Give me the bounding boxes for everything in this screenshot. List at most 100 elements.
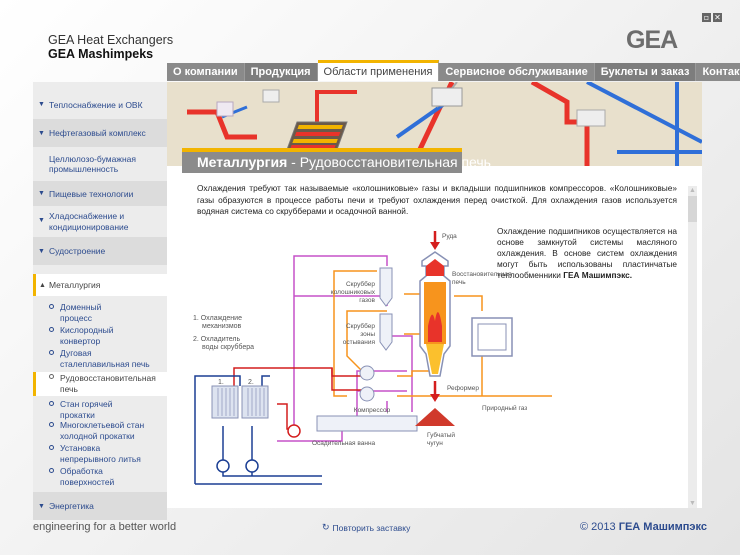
nav-booklets[interactable]: Буклеты и заказ bbox=[594, 63, 697, 81]
circle-bullet-icon bbox=[49, 401, 54, 406]
circle-bullet-icon bbox=[49, 468, 54, 473]
legend-2: 2. Охладитель bbox=[193, 336, 240, 343]
intro-text: Охлаждения требуют так называемые «колош… bbox=[197, 183, 677, 216]
page-title: Металлургия - Рудовосстановительная печь bbox=[182, 148, 491, 173]
circle-bullet-icon bbox=[49, 445, 54, 450]
sidebar-subitem-label: Дуговая сталеплавильная печь bbox=[60, 348, 150, 369]
sidebar-item-metallurgy[interactable]: ▲ Металлургия bbox=[33, 274, 167, 296]
reduction-furnace bbox=[419, 251, 451, 377]
sidebar-subitem-current[interactable]: Рудовосстановительная печь bbox=[33, 372, 167, 396]
legend-1: 1. Охлаждение bbox=[193, 315, 242, 322]
sidebar-item-pulp-paper[interactable]: Целлюлозо-бумажная промышленность bbox=[33, 147, 167, 181]
circle-bullet-icon bbox=[49, 327, 54, 332]
replay-icon: ↻ bbox=[322, 522, 330, 532]
side-text-brand: ГЕА Машимпэкс. bbox=[563, 270, 633, 280]
scrubber2-label-a: Скруббер bbox=[346, 322, 375, 330]
sidebar-item-heating[interactable]: ▼ Теплоснабжение и ОВК bbox=[33, 90, 167, 119]
pump-icon bbox=[287, 424, 301, 438]
sidebar-item-label: Теплоснабжение и ОВК bbox=[49, 99, 143, 110]
triangle-down-icon: ▼ bbox=[38, 247, 45, 255]
sidebar-subitem[interactable]: Стан горячей прокатки bbox=[33, 396, 167, 420]
nav-contacts[interactable]: Контакты bbox=[696, 63, 740, 81]
triangle-down-icon: ▼ bbox=[38, 502, 45, 510]
close-icon[interactable]: ✕ bbox=[713, 13, 722, 22]
sidebar-item-label: Хладоснабжение и кондиционирование bbox=[49, 211, 129, 232]
restore-icon[interactable]: ▫ bbox=[702, 13, 711, 22]
plate-heat-exchanger-2 bbox=[241, 385, 269, 419]
sidebar-item-label: Судостроение bbox=[49, 246, 106, 256]
sidebar-subitem-label: Кислородный конвертор bbox=[60, 325, 114, 346]
replay-intro-link[interactable]: ↻ Повторить заставку bbox=[322, 522, 410, 533]
sidebar-subitem[interactable]: Многоклетьевой стан холодной прокатки bbox=[33, 420, 167, 443]
sidebar-item-food[interactable]: ▼ Пищевые технологии bbox=[33, 181, 167, 206]
replay-label: Повторить заставку bbox=[332, 522, 411, 533]
circle-bullet-icon bbox=[49, 304, 54, 309]
compressor-icon bbox=[359, 365, 375, 381]
plate-heat-exchanger-1 bbox=[211, 385, 239, 419]
hx-label-2: 2. bbox=[248, 379, 254, 386]
sidebar-subitem[interactable]: Обработка поверхностей bbox=[33, 466, 167, 492]
sidebar-item-oil-gas[interactable]: ▼ Нефтегазовый комплекс bbox=[33, 119, 167, 147]
sidebar-subitem-label: Обработка поверхностей bbox=[60, 466, 115, 487]
scroll-down-icon[interactable]: ▼ bbox=[689, 500, 696, 507]
scrubber1-label-c: газов bbox=[359, 297, 375, 304]
sidebar-subitem[interactable]: Доменный процесс bbox=[33, 302, 167, 325]
page-title-bold: Металлургия bbox=[197, 154, 288, 170]
sidebar-subitem-label: Доменный процесс bbox=[60, 302, 102, 323]
sponge-iron-pile bbox=[415, 408, 455, 426]
cooling-water-lines bbox=[194, 375, 322, 485]
scrubber1-label-b: колошниковых bbox=[331, 289, 376, 296]
footer-copyright: © 2013 ГЕА Машимпэкс bbox=[580, 521, 707, 533]
sponge-label-b: чугун bbox=[427, 440, 443, 447]
settling-tank-label: Осадительная ванна bbox=[312, 440, 376, 447]
nav-products[interactable]: Продукция bbox=[244, 63, 318, 81]
triangle-down-icon: ▼ bbox=[38, 129, 45, 137]
sidebar-item-energy[interactable]: ▼ Энергетика bbox=[33, 492, 167, 520]
circle-bullet-icon bbox=[49, 350, 54, 355]
nav-about[interactable]: О компании bbox=[167, 63, 245, 81]
scrubber-cooling-zone bbox=[379, 313, 393, 351]
sidebar-subitem[interactable]: Дуговая сталеплавильная печь bbox=[33, 348, 167, 372]
side-text-body: Охлаждение подшипников осуществляется на… bbox=[497, 226, 677, 280]
sidebar-item-label: Металлургия bbox=[49, 280, 101, 290]
furnace-label-a: Восстановительная bbox=[452, 271, 512, 278]
sidebar-item-label: Пищевые технологии bbox=[49, 188, 134, 199]
sidebar-top-spacer bbox=[33, 82, 167, 90]
process-diagram: 1. Охлаждение механизмов 2. Охладитель в… bbox=[193, 231, 552, 485]
sidebar-subitem-label: Рудовосстановительная печь bbox=[60, 373, 156, 394]
sidebar: ▼ Теплоснабжение и ОВК ▼ Нефтегазовый ко… bbox=[33, 82, 167, 520]
settling-tank bbox=[316, 415, 418, 432]
scroll-up-icon[interactable]: ▲ bbox=[689, 187, 696, 194]
scrubber2-label-b: зоны bbox=[360, 331, 375, 338]
banner-image bbox=[167, 82, 702, 166]
compressor-icon bbox=[359, 386, 375, 402]
sidebar-subitem[interactable]: Кислородный конвертор bbox=[33, 325, 167, 348]
main-nav: О компании Продукция Области применения … bbox=[167, 60, 740, 81]
pump-icon bbox=[216, 459, 230, 473]
sidebar-subitem-label: Стан горячей прокатки bbox=[60, 399, 113, 420]
sidebar-subitem-label: Многоклетьевой стан холодной прокатки bbox=[60, 420, 145, 441]
sidebar-subitem[interactable]: Установка непрерывного литья bbox=[33, 443, 167, 466]
content-scrollbar[interactable]: ▲ ▼ bbox=[688, 186, 697, 508]
compressor-label: Компрессор bbox=[354, 407, 391, 414]
side-text: Охлаждение подшипников осуществляется на… bbox=[497, 226, 677, 281]
sidebar-item-cooling[interactable]: ▼ Хладоснабжение и кондиционирование bbox=[33, 206, 167, 237]
nav-applications[interactable]: Области применения bbox=[317, 60, 440, 81]
scroll-thumb[interactable] bbox=[688, 196, 697, 222]
sponge-label-a: Губчатый bbox=[427, 431, 455, 439]
logo-text: GEA bbox=[626, 28, 678, 50]
nav-service[interactable]: Сервисное обслуживание bbox=[439, 63, 595, 81]
furnace-label-b: печь bbox=[452, 279, 466, 286]
triangle-up-icon: ▲ bbox=[39, 281, 46, 289]
brand-line-2: GEA Mashimpeks bbox=[48, 47, 154, 61]
sidebar-item-shipbuilding[interactable]: ▼ Судостроение bbox=[33, 237, 167, 265]
circle-bullet-icon bbox=[49, 374, 54, 379]
triangle-down-icon: ▼ bbox=[38, 101, 45, 108]
hx-label-1: 1. bbox=[218, 379, 224, 386]
copyright-prefix: © 2013 bbox=[580, 521, 619, 533]
circle-bullet-icon bbox=[49, 422, 54, 427]
legend-1b: механизмов bbox=[202, 323, 242, 330]
content-panel: Металлургия - Рудовосстановительная печь… bbox=[167, 82, 702, 508]
sidebar-gap bbox=[33, 265, 167, 274]
footer-tagline: engineering for a better world bbox=[33, 521, 177, 533]
